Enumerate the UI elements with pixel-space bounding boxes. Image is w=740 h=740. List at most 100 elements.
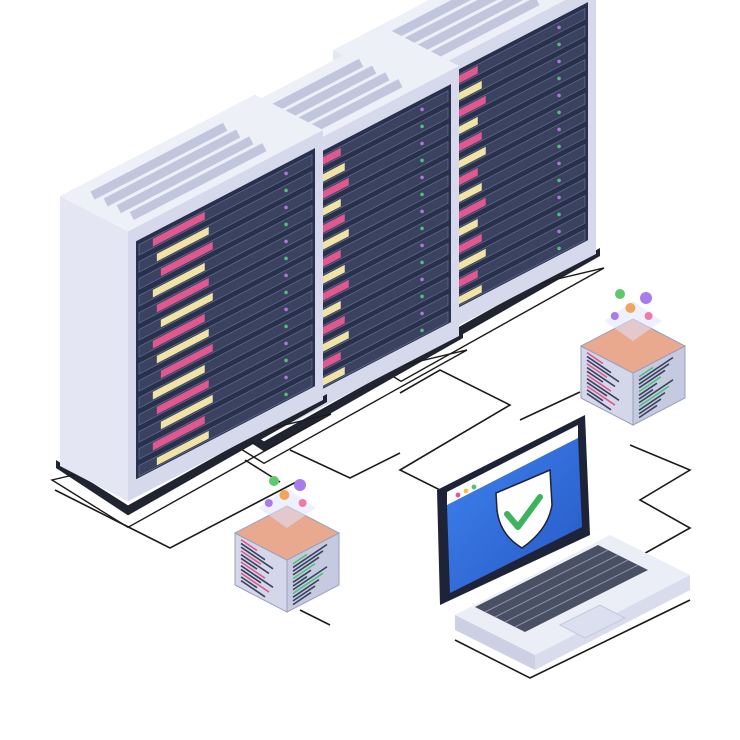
cube-code-line [638, 366, 654, 378]
cube-code-line [638, 376, 662, 393]
cube-code-line [638, 404, 658, 419]
cube-code-line [586, 381, 608, 397]
data-cube-right [579, 289, 687, 426]
rack-slot-indicator [160, 292, 213, 328]
rack-slot-indicator [156, 277, 209, 313]
cube-code-line [638, 388, 654, 400]
rack-led [284, 222, 288, 227]
rack-led [557, 25, 561, 30]
window-dot-yellow [463, 488, 469, 494]
laptop-screen-bar [447, 425, 578, 505]
rack-slot-indicator [156, 379, 209, 415]
data-orb [640, 292, 652, 304]
rack-slot-indicator [156, 430, 209, 466]
rack-led [420, 209, 424, 214]
cube-code-line [240, 550, 262, 566]
cube-code-line [638, 363, 670, 385]
rack-vent [103, 129, 241, 207]
cube-code-line [240, 576, 258, 589]
rack-slot-indicator [152, 364, 205, 400]
rack-led [557, 195, 561, 200]
cube-code-line [586, 374, 612, 392]
rack-led [557, 161, 561, 166]
rack-vent [116, 136, 254, 214]
rack-top [60, 94, 323, 232]
rack-led [420, 124, 424, 129]
laptop-base-front [455, 615, 535, 670]
laptop-trackpad [558, 604, 627, 639]
rack-slot-indicator [152, 262, 205, 298]
rack-vent [90, 122, 228, 200]
rack-led [557, 246, 561, 251]
rack-slot-indicator [156, 226, 209, 262]
rack-led [284, 273, 288, 278]
rack-led [420, 328, 424, 333]
rack-led [420, 107, 424, 112]
rack-slot-indicator [160, 241, 213, 277]
cube-code-line [638, 398, 662, 415]
rack-led [420, 192, 424, 197]
cube-code-line [292, 591, 312, 606]
rack-led [284, 358, 288, 363]
cube-code-line [586, 359, 620, 383]
rack-led [420, 175, 424, 180]
data-orb [615, 289, 625, 299]
data-orb [625, 303, 636, 313]
network-wires [54, 369, 692, 679]
cube-code-line [292, 575, 308, 587]
cube-code-line [292, 569, 312, 583]
window-dot-green [471, 484, 477, 490]
rack-led [420, 277, 424, 282]
rack-led [420, 226, 424, 231]
cube-code-line [586, 355, 612, 374]
cube-code-line [292, 566, 328, 591]
cube-code-line [240, 557, 258, 570]
rack-led [284, 392, 288, 397]
keyboard-keys [484, 549, 639, 628]
shield-check-icon [495, 468, 553, 549]
cube-code-line [586, 378, 620, 402]
rack-led [284, 205, 288, 210]
cube-hologram [258, 488, 316, 528]
rack-led [557, 76, 561, 81]
cube-code-line [240, 542, 266, 561]
rack-led [284, 171, 288, 176]
cube-code-line [586, 363, 608, 379]
cube-code-line [292, 553, 308, 565]
rack-led [284, 290, 288, 295]
cube-code-line [292, 556, 320, 576]
cube-code-line [586, 392, 612, 411]
rack-led [284, 239, 288, 244]
rack-led [557, 93, 561, 98]
cube-code-line [638, 369, 666, 389]
data-orb [294, 479, 306, 491]
rack-vent [129, 143, 267, 221]
cube-code-line [586, 385, 616, 406]
rack-led [284, 324, 288, 329]
rack-slot-indicator [152, 211, 205, 247]
cube-code-line [638, 356, 674, 382]
cube-code-line [586, 366, 616, 388]
rack-led [284, 375, 288, 380]
rack-led [557, 144, 561, 149]
data-orb [279, 490, 290, 500]
laptop-keyboard [475, 545, 648, 632]
rack-slot-indicator [160, 394, 213, 430]
rack-led [557, 59, 561, 64]
rack-led [557, 178, 561, 183]
cube-code-line [240, 579, 266, 598]
rack-led [284, 188, 288, 193]
cube-code-line [240, 546, 274, 570]
rack-led [557, 42, 561, 47]
cube-code-line [240, 568, 262, 584]
cube-code-line [638, 379, 674, 404]
cube-code-line [240, 572, 270, 593]
cube-code-line [586, 352, 604, 365]
rack-slot-indicator [156, 328, 209, 364]
cube-hologram [604, 301, 662, 341]
rack-led [420, 260, 424, 265]
data-orb [644, 312, 653, 320]
rack-slot-indicator [160, 343, 213, 379]
rack-led [557, 212, 561, 217]
